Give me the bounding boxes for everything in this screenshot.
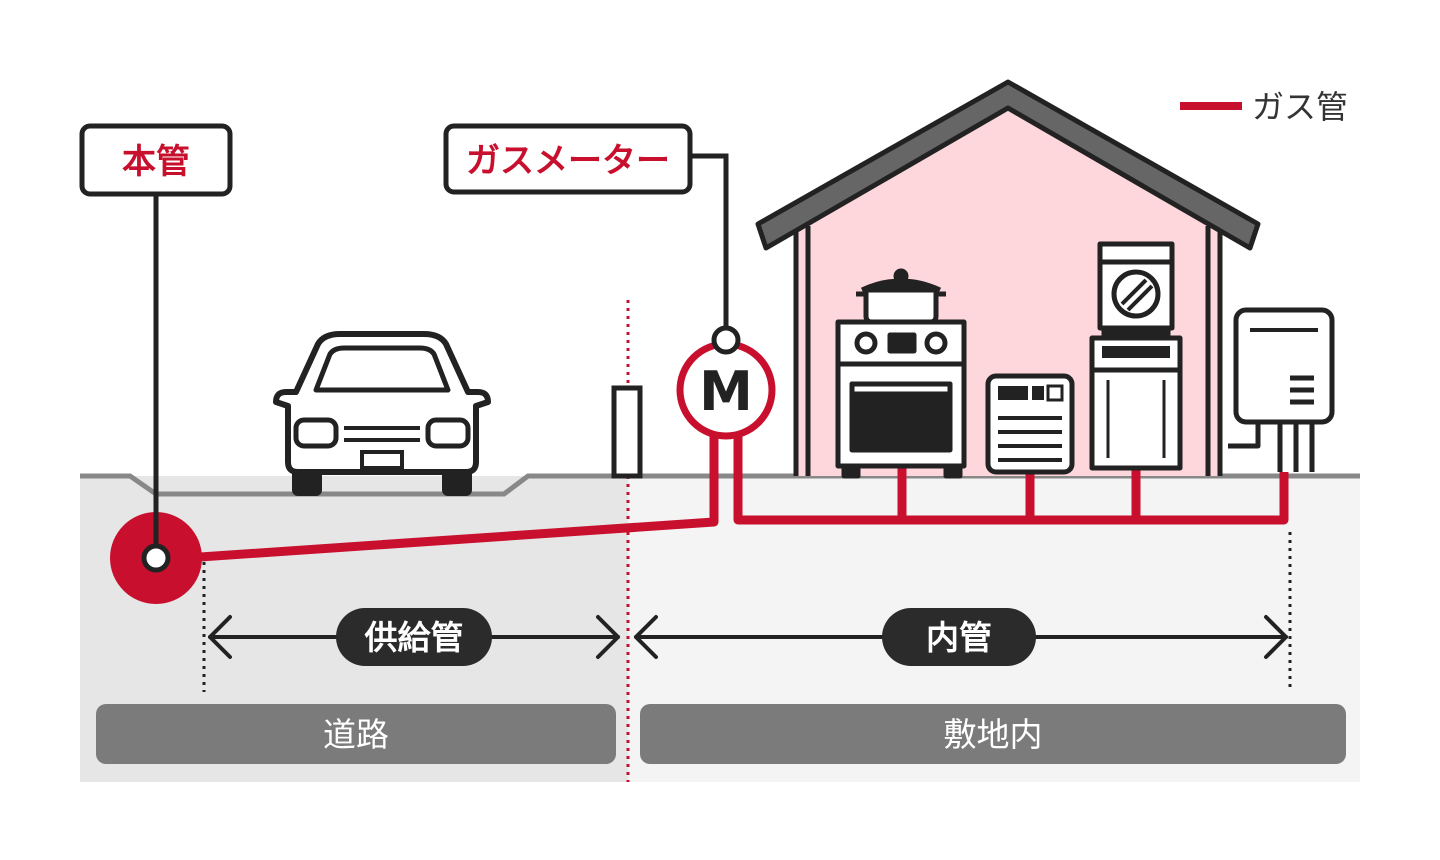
supply-pipe-label: 供給管 [365,618,464,657]
premises-zone-bar [640,704,1346,764]
roof [755,79,1261,251]
supply-pipe-line [155,432,719,565]
car-icon [273,331,491,496]
water-heater-icon [1228,307,1335,472]
gas-meter-symbol: M [699,360,753,423]
main-pipe-label: 本管 [122,142,190,182]
gas-meter-node [711,325,741,355]
gas-meter-label: ガスメーター [466,141,670,181]
road-label: 道路 [323,715,389,754]
legend-gas-pipe-label: ガス管 [1252,88,1348,126]
inner-pipe-line [733,432,1289,525]
appliance-cabinet-icon [985,373,1075,475]
inner-pipe-pill [882,608,1036,666]
main-pipe-node [141,543,171,573]
main-pipe-callout [79,123,233,197]
inner-pipe-label: 内管 [926,618,992,657]
gas-pipes [155,432,1289,565]
road-zone-bar [96,704,616,764]
boundary-post [611,385,643,479]
ground-line [80,473,1360,497]
gas-meter-callout [443,123,693,195]
supply-pipe-pill [336,608,492,666]
gas-stove-icon [835,268,967,479]
premises-label: 敷地内 [944,715,1043,754]
washer-dryer-icon [1089,241,1183,471]
